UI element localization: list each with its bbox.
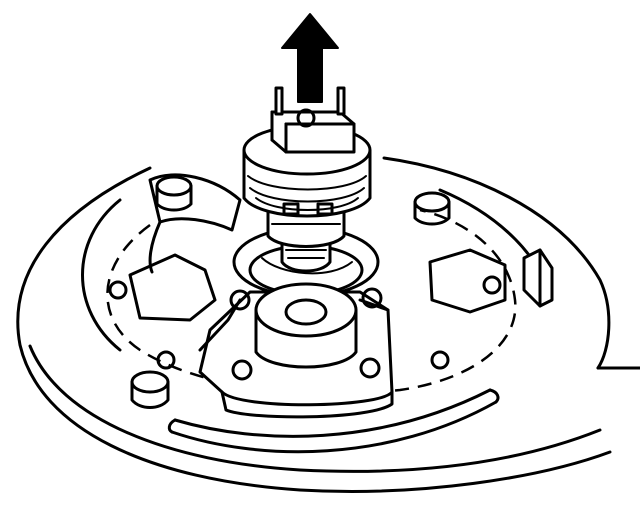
connector bbox=[270, 86, 356, 154]
mounting-bolt-upper-left bbox=[155, 175, 193, 212]
sensor-module bbox=[242, 124, 372, 273]
removal-arrow-icon bbox=[281, 13, 339, 103]
bearing-housing bbox=[198, 282, 394, 419]
mounting-bolt-upper-right bbox=[413, 191, 451, 226]
mounting-bolt-lower-left bbox=[130, 370, 170, 409]
